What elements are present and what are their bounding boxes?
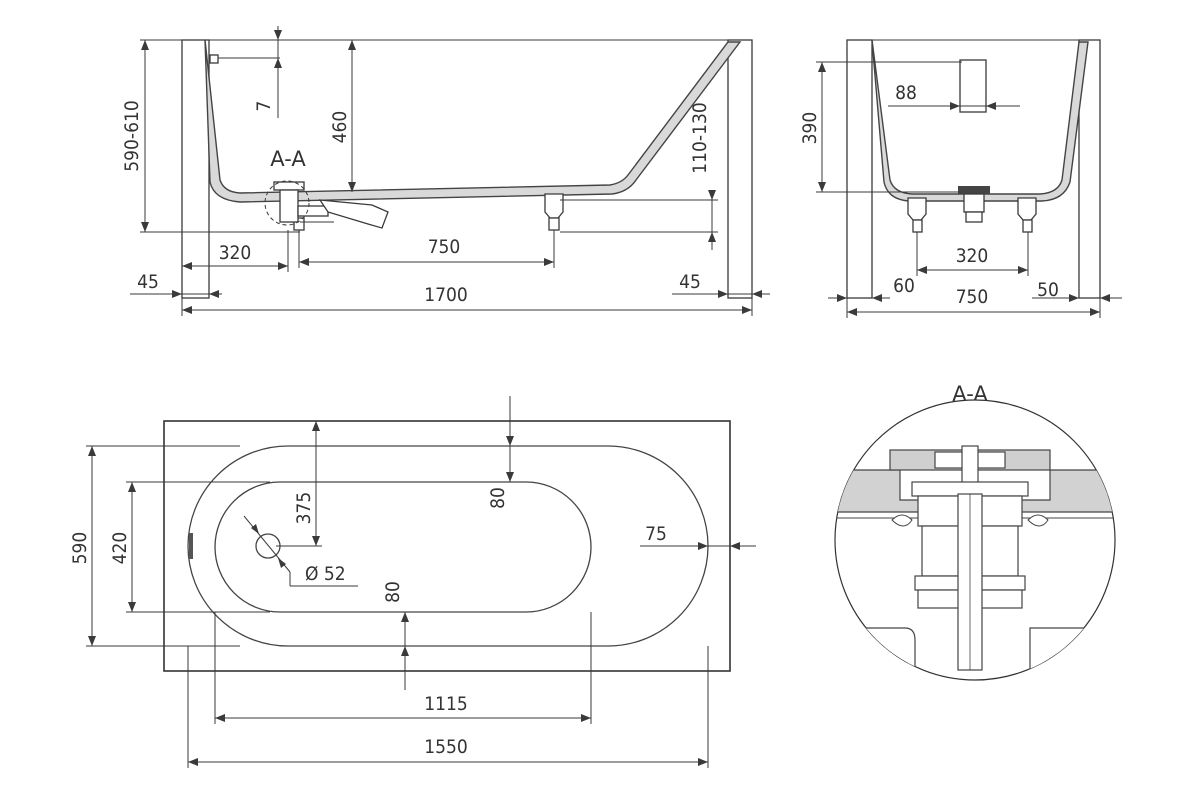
dim-end-depth: 390 [799,112,821,145]
end-left-panel [846,39,873,299]
dim-rim-side-top: 80 [487,487,509,509]
dim-drain-width: 88 [895,82,917,104]
dim-end-panel-right: 50 [1037,279,1059,301]
tub-shell-profile [204,39,742,203]
leg-right [544,193,564,219]
dim-overall-width: 750 [956,286,989,308]
dim-leg-spacing: 750 [428,236,461,258]
dim-end-leg-spacing: 320 [956,245,989,267]
right-end-panel [727,39,753,299]
dim-outer-length: 1550 [424,736,468,758]
dim-drain-diameter: Ø 52 [305,563,346,585]
end-elevation-view: 390 88 320 60 50 750 [799,39,1122,318]
dim-drain-from-edge: 375 [293,492,315,525]
left-end-panel [181,39,210,299]
dim-overflow-offset: 7 [253,101,275,112]
side-elevation-view: A-A 590-610 7 460 110-130 320 [121,26,770,316]
top-inner-basin [214,481,592,613]
dim-panel-left: 45 [137,271,159,293]
dim-leg-height-range: 110-130 [689,102,711,173]
end-shell-profile [871,39,1089,202]
dim-top-outer-width: 590 [69,532,91,565]
leg-right-foot [548,217,560,231]
end-drain-pipe [959,59,987,113]
dim-inner-length: 1115 [424,693,468,715]
dim-depth: 460 [329,111,351,144]
dim-drain-offset: 320 [219,242,252,264]
overflow-fitting [209,54,219,64]
drain-assembly-side [264,180,389,229]
detail-section-view: A-A [834,382,1116,681]
dim-end-panel-left: 60 [893,275,915,297]
top-plan-view: 590 420 375 80 75 Ø 52 80 [69,396,756,768]
dim-height-range: 590-610 [121,100,143,171]
section-label: A-A [270,147,306,171]
dim-rim-end: 75 [645,523,667,545]
dim-rim-side-bottom: 80 [382,581,404,603]
dim-top-inner-width: 420 [109,532,131,565]
dim-overall-length: 1700 [424,284,468,306]
top-overflow-slot [189,533,193,559]
dim-panel-right: 45 [679,271,701,293]
section-marker-circle [264,180,310,226]
end-drain-fitting [958,186,990,223]
